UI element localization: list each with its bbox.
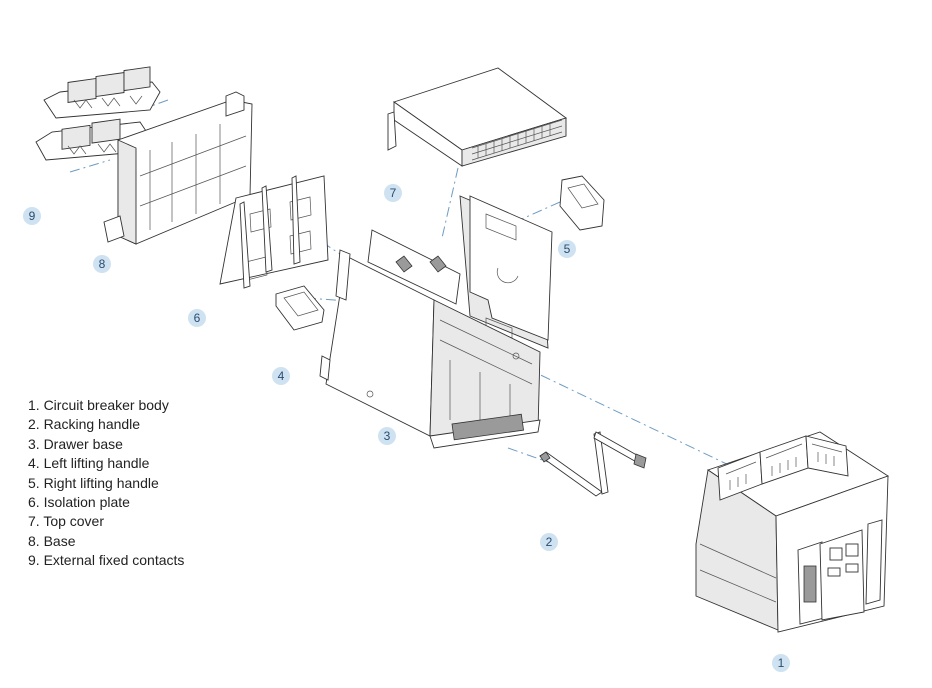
callout-2: 2 — [540, 533, 558, 551]
svg-text:6: 6 — [194, 311, 201, 325]
svg-text:2: 2 — [546, 535, 553, 549]
left-lifting-handle — [275, 285, 325, 331]
callout-8: 8 — [93, 255, 111, 273]
parts-legend: 1. Circuit breaker body 2. Racking handl… — [28, 396, 184, 571]
drawer-base — [319, 195, 553, 449]
callout-6: 6 — [188, 309, 206, 327]
svg-text:9: 9 — [29, 209, 36, 223]
callouts: 1 2 3 4 5 6 7 8 — [23, 184, 790, 672]
svg-text:5: 5 — [564, 242, 571, 256]
svg-text:4: 4 — [278, 369, 285, 383]
callout-5: 5 — [558, 240, 576, 258]
circuit-breaker-body — [695, 431, 890, 633]
svg-text:8: 8 — [99, 257, 106, 271]
legend-item-external-fixed-contacts: 9. External fixed contacts — [28, 552, 185, 569]
right-lifting-handle — [559, 175, 605, 231]
svg-text:3: 3 — [384, 429, 391, 443]
callout-7: 7 — [384, 184, 402, 202]
legend-item-top-cover: 7. Top cover — [28, 513, 105, 530]
legend-item-right-lifting-handle: 5. Right lifting handle — [28, 474, 159, 491]
callout-4: 4 — [272, 367, 290, 385]
callout-9: 9 — [23, 207, 41, 225]
legend-item-base: 8. Base — [28, 532, 76, 549]
isolation-plate — [219, 175, 329, 289]
svg-text:7: 7 — [390, 186, 397, 200]
callout-1: 1 — [772, 654, 790, 672]
base — [103, 91, 253, 245]
racking-handle — [539, 431, 647, 497]
callout-3: 3 — [378, 427, 396, 445]
top-cover — [387, 67, 567, 167]
legend-item-drawer-base: 3. Drawer base — [28, 435, 123, 452]
svg-text:1: 1 — [778, 656, 785, 670]
legend-item-racking-handle: 2. Racking handle — [28, 416, 141, 433]
legend-item-isolation-plate: 6. Isolation plate — [28, 494, 130, 511]
legend-item-circuit-breaker-body: 1. Circuit breaker body — [28, 397, 169, 413]
legend-item-left-lifting-handle: 4. Left lifting handle — [28, 455, 150, 472]
